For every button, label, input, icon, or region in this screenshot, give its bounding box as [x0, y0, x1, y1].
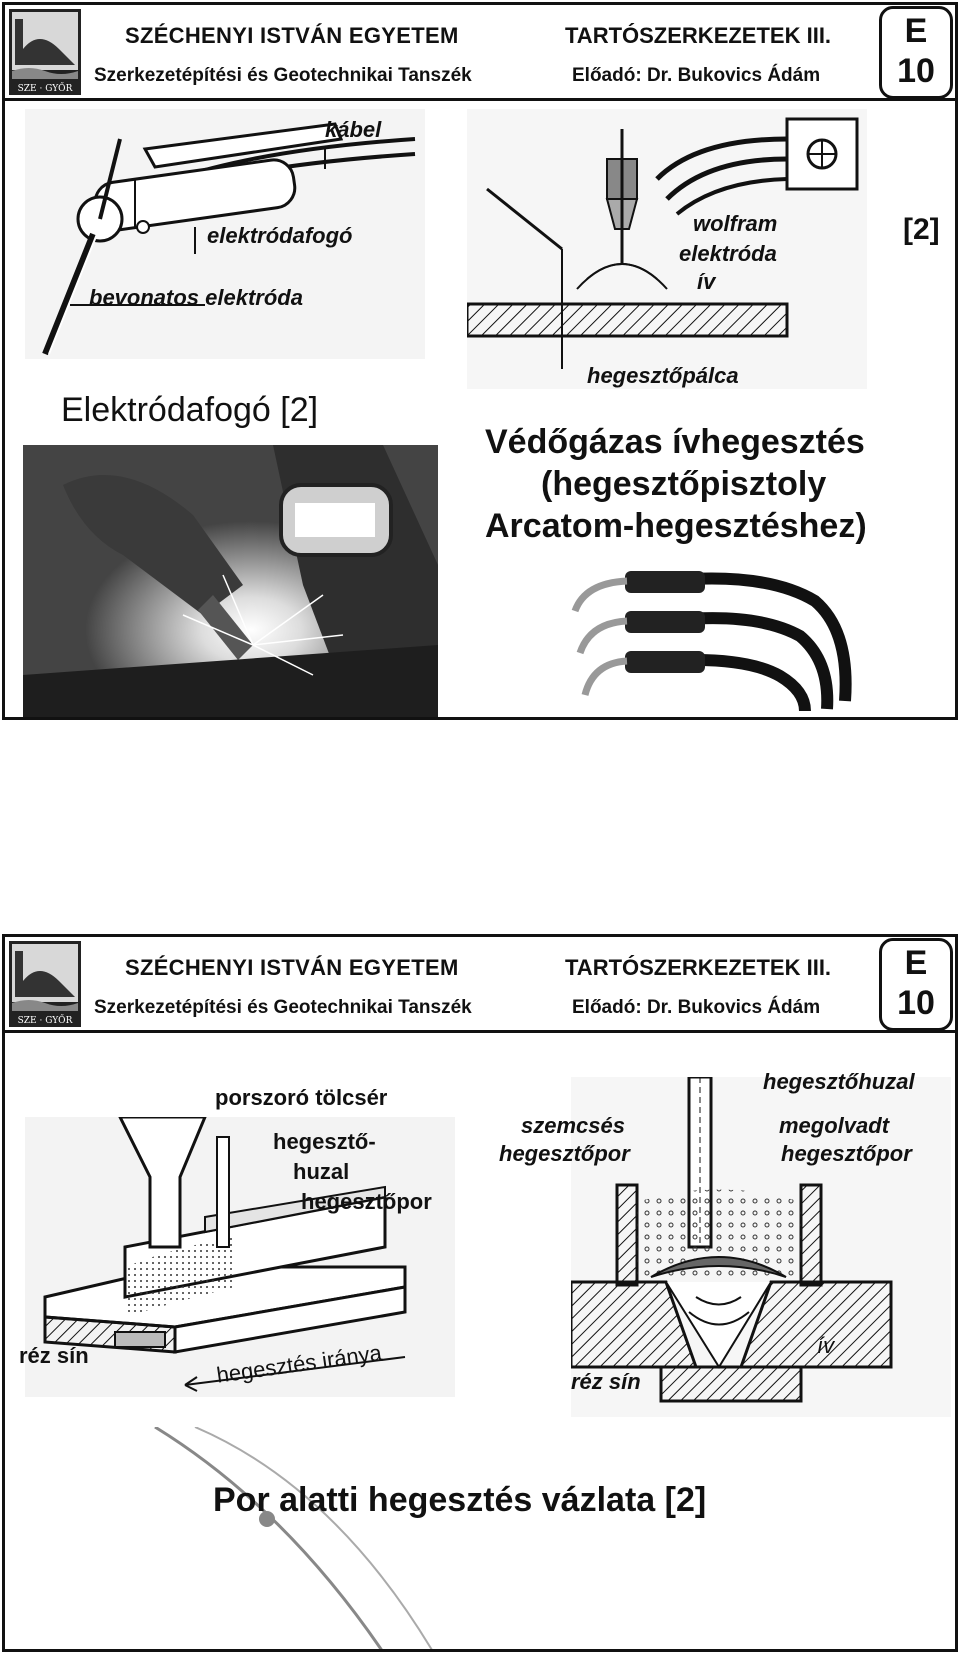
holder-caption: Elektródafogó [2]	[61, 391, 318, 430]
university-logo-icon: SZE · GYŐR	[9, 9, 81, 95]
gas-welding-caption-line2: (hegesztőpisztoly	[541, 465, 826, 504]
label-wire-line1: hegesztő-	[273, 1129, 376, 1155]
label-arc: ív	[697, 269, 715, 295]
submerged-arc-caption: Por alatti hegesztés vázlata [2]	[213, 1481, 706, 1520]
label-granular-line2: hegesztőpor	[499, 1141, 630, 1167]
badge-number: 10	[882, 51, 950, 91]
tig-torch-drawing	[467, 109, 867, 389]
course-name: TARTÓSZERKEZETEK III.	[565, 955, 831, 981]
label-electrode-holder: elektródafogó	[207, 223, 352, 249]
label-filler-rod: hegesztőpálca	[587, 363, 739, 389]
label-tungsten: wolfram	[693, 211, 777, 237]
course-name: TARTÓSZERKEZETEK III.	[565, 23, 831, 49]
university-logo-icon: SZE · GYŐR	[9, 941, 81, 1027]
label-powder-funnel: porszoró tölcsér	[215, 1085, 387, 1111]
label-molten-line1: megolvadt	[779, 1113, 889, 1139]
university-name: SZÉCHENYI ISTVÁN EGYETEM	[125, 23, 459, 49]
gas-welding-caption-line1: Védőgázas ívhegesztés	[485, 423, 865, 462]
badge-letter: E	[882, 11, 950, 51]
badge-letter: E	[882, 943, 950, 983]
label-flux-powder: hegesztőpor	[301, 1189, 432, 1215]
decorative-arcs	[135, 1427, 435, 1652]
submerged-arc-isometric-drawing	[25, 1117, 455, 1397]
slide-1: SZE · GYŐR SZÉCHENYI ISTVÁN EGYETEM Szer…	[2, 2, 958, 720]
gas-welding-caption-line3: Arcatom-hegesztéshez)	[485, 507, 867, 546]
university-name: SZÉCHENYI ISTVÁN EGYETEM	[125, 955, 459, 981]
reference-marker: [2]	[903, 213, 940, 247]
label-granular-line1: szemcsés	[521, 1113, 625, 1139]
label-coated-electrode: bevonatos elektróda	[89, 285, 303, 311]
label-welding-wire: hegesztőhuzal	[763, 1069, 915, 1095]
department-name: Szerkezetépítési és Geotechnikai Tanszék	[94, 65, 472, 87]
lecturer-name: Előadó: Dr. Bukovics Ádám	[572, 65, 820, 87]
slide-header: SZE · GYŐR SZÉCHENYI ISTVÁN EGYETEM Szer…	[5, 937, 955, 1033]
badge-number: 10	[882, 983, 950, 1023]
department-name: Szerkezetépítési és Geotechnikai Tanszék	[94, 997, 472, 1019]
label-cable: kábel	[325, 117, 381, 143]
label-copper-rail-left: réz sín	[19, 1343, 89, 1369]
submerged-arc-section-drawing	[571, 1077, 951, 1417]
label-arc: ív	[817, 1333, 834, 1359]
label-molten-line2: hegesztőpor	[781, 1141, 912, 1167]
slide-2: SZE · GYŐR SZÉCHENYI ISTVÁN EGYETEM Szer…	[2, 934, 958, 1652]
welder-photo	[23, 445, 438, 717]
lecture-badge: E 10	[879, 938, 953, 1031]
label-electrode: elektróda	[679, 241, 777, 267]
welding-guns-photo	[565, 561, 857, 711]
label-copper-rail-right: réz sín	[571, 1369, 641, 1395]
lecture-badge: E 10	[879, 6, 953, 99]
label-wire-line2: huzal	[293, 1159, 349, 1185]
slide-header: SZE · GYŐR SZÉCHENYI ISTVÁN EGYETEM Szer…	[5, 5, 955, 101]
lecturer-name: Előadó: Dr. Bukovics Ádám	[572, 997, 820, 1019]
